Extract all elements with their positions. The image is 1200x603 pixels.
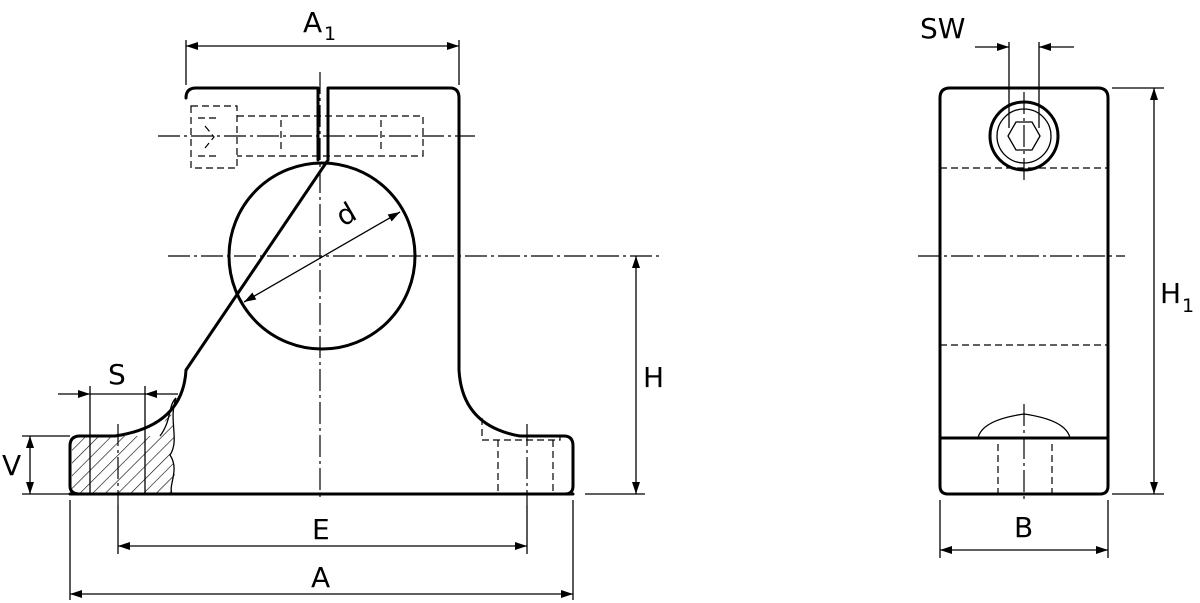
front-view: A 1 d S V H E A xyxy=(2,6,664,600)
block-outline xyxy=(68,86,575,496)
hidden-hole-right xyxy=(481,418,561,494)
label-d: d xyxy=(330,196,362,233)
label-E: E xyxy=(312,513,330,546)
label-V: V xyxy=(2,449,21,482)
label-B: B xyxy=(1014,511,1033,544)
bottom-screw-shank xyxy=(997,444,1053,494)
section-hatch xyxy=(72,410,176,494)
label-H1-subscript: 1 xyxy=(1182,295,1194,317)
label-A1-subscript: 1 xyxy=(324,23,336,45)
dim-line-d xyxy=(243,211,401,303)
label-S: S xyxy=(108,358,126,391)
label-A: A xyxy=(311,561,330,594)
hidden-screw xyxy=(190,105,424,169)
label-H: H xyxy=(643,361,664,394)
label-SW: SW xyxy=(920,12,965,45)
label-A1: A xyxy=(303,6,322,39)
label-H1: H xyxy=(1160,277,1181,310)
side-view: SW H 1 B xyxy=(918,12,1194,558)
hex-socket-icon xyxy=(1007,121,1041,151)
side-outline xyxy=(938,86,1110,496)
